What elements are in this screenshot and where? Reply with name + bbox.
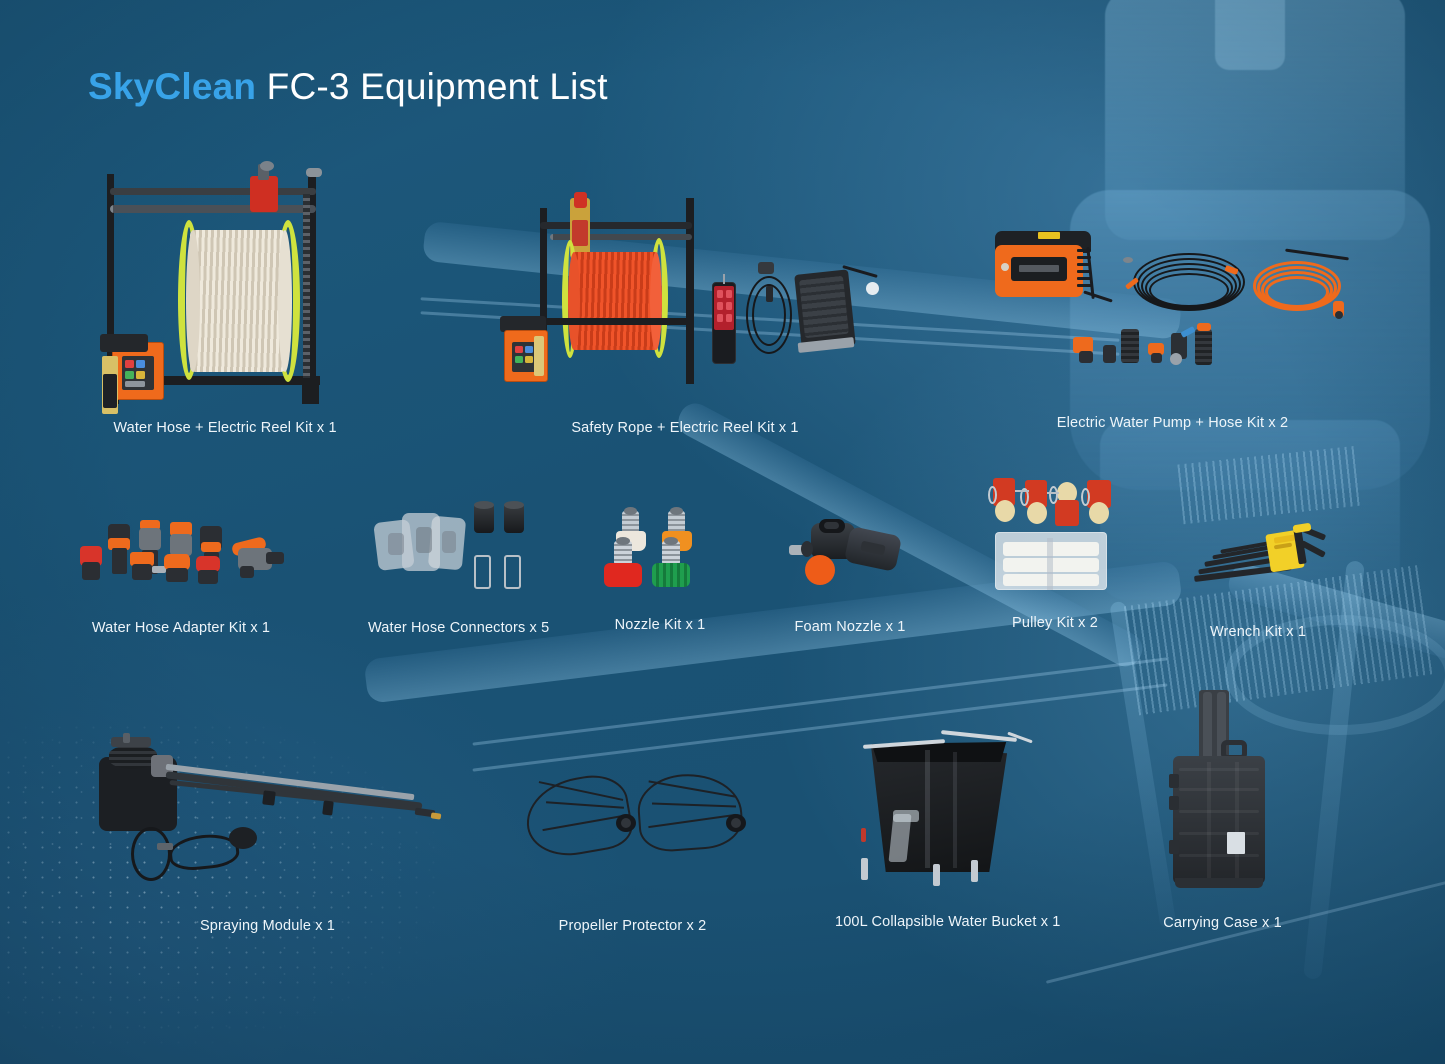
item-water-hose-adapter-kit[interactable]: Water Hose Adapter Kit x 1: [70, 508, 292, 668]
pulley-kit-image: [985, 470, 1125, 595]
item-water-hose-connectors[interactable]: Water Hose Connectors x 5: [368, 495, 550, 665]
safety-rope-electric-reel-kit-image: [490, 190, 880, 400]
nozzle-kit-image: [600, 505, 720, 600]
item-safety-rope-electric-reel-kit[interactable]: Safety Rope + Electric Reel Kit x 1: [490, 190, 880, 450]
item-nozzle-kit[interactable]: Nozzle Kit x 1: [600, 505, 720, 665]
item-label: Spraying Module x 1: [199, 918, 336, 934]
foam-nozzle-image: [785, 515, 915, 600]
item-label: Wrench Kit x 1: [1209, 624, 1307, 640]
item-pulley-kit[interactable]: Pulley Kit x 2: [985, 470, 1125, 660]
item-label: Nozzle Kit x 1: [614, 617, 706, 633]
water-hose-connectors-image: [368, 495, 538, 603]
spraying-module-image: [95, 733, 442, 895]
drone-strut-line: [472, 683, 1168, 772]
item-label: Carrying Case x 1: [1163, 915, 1282, 931]
electric-water-pump-hose-kit-image: [985, 225, 1360, 425]
item-label: 100L Collapsible Water Bucket x 1: [835, 914, 1061, 930]
brand-name: SkyClean: [88, 66, 257, 107]
item-label: Water Hose Adapter Kit x 1: [91, 620, 271, 636]
drone-strut-line: [472, 657, 1168, 746]
propeller-protector-image: [520, 769, 746, 880]
item-label: Propeller Protector x 2: [558, 918, 707, 934]
water-hose-electric-reel-kit-image: [100, 160, 350, 414]
item-wrench-kit[interactable]: Wrench Kit x 1: [1188, 520, 1328, 670]
item-label: Water Hose Connectors x 5: [368, 620, 550, 636]
water-hose-adapter-kit-image: [70, 508, 292, 603]
wrench-kit-image: [1188, 520, 1328, 600]
drone-mast-silhouette: [1215, 0, 1285, 70]
item-label: Pulley Kit x 2: [1012, 615, 1098, 631]
carrying-case-image: [1155, 690, 1290, 900]
page-title: SkyClean FC-3 Equipment List: [88, 66, 608, 108]
item-carrying-case[interactable]: Carrying Case x 1: [1155, 690, 1290, 950]
item-electric-water-pump-hose-kit[interactable]: Electric Water Pump + Hose Kit x 2: [985, 225, 1360, 475]
item-label: Safety Rope + Electric Reel Kit x 1: [571, 420, 799, 436]
page-title-rest: FC-3 Equipment List: [256, 66, 608, 107]
item-label: Electric Water Pump + Hose Kit x 2: [1056, 415, 1289, 431]
item-water-hose-electric-reel-kit[interactable]: Water Hose + Electric Reel Kit x 1: [100, 160, 350, 450]
item-foam-nozzle[interactable]: Foam Nozzle x 1: [785, 515, 915, 665]
item-collapsible-water-bucket[interactable]: 100L Collapsible Water Bucket x 1: [835, 718, 1061, 948]
collapsible-water-bucket-image: [835, 718, 1050, 898]
item-label: Foam Nozzle x 1: [794, 619, 906, 635]
drone-body-silhouette: [1105, 0, 1405, 240]
item-label: Water Hose + Electric Reel Kit x 1: [113, 420, 337, 436]
item-propeller-protector[interactable]: Propeller Protector x 2: [520, 769, 746, 945]
item-spraying-module[interactable]: Spraying Module x 1: [95, 733, 442, 945]
